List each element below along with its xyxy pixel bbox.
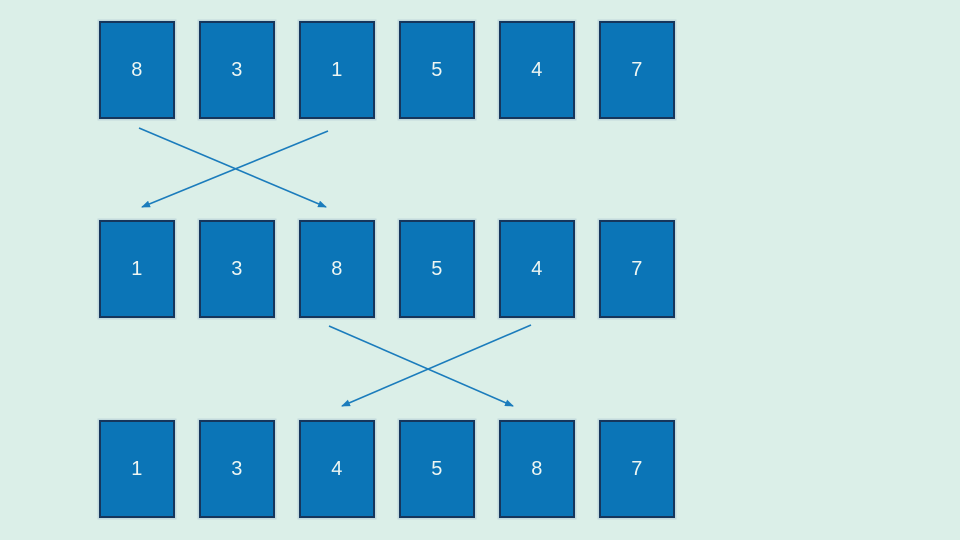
array-box: 1	[99, 420, 175, 518]
array-box: 3	[199, 21, 275, 119]
array-row-after-first-swap: 1 3 8 5 4 7	[99, 220, 675, 318]
array-box: 4	[499, 21, 575, 119]
swap-arrow-8-down-right	[328, 325, 514, 407]
array-box: 3	[199, 220, 275, 318]
array-box: 7	[599, 420, 675, 518]
array-box: 8	[299, 220, 375, 318]
array-box: 1	[99, 220, 175, 318]
array-box: 8	[99, 21, 175, 119]
array-box: 5	[399, 21, 475, 119]
swap-arrow-1-down-left	[141, 130, 329, 208]
array-box: 3	[199, 420, 275, 518]
array-box: 8	[499, 420, 575, 518]
swap-arrow-8-down-right	[138, 127, 327, 208]
array-box: 7	[599, 220, 675, 318]
array-box: 1	[299, 21, 375, 119]
array-box: 4	[499, 220, 575, 318]
array-row-after-second-swap: 1 3 4 5 8 7	[99, 420, 675, 518]
array-box: 7	[599, 21, 675, 119]
swap-arrow-4-down-left	[341, 324, 532, 407]
array-box: 5	[399, 420, 475, 518]
array-box: 4	[299, 420, 375, 518]
array-row-initial: 8 3 1 5 4 7	[99, 21, 675, 119]
array-box: 5	[399, 220, 475, 318]
